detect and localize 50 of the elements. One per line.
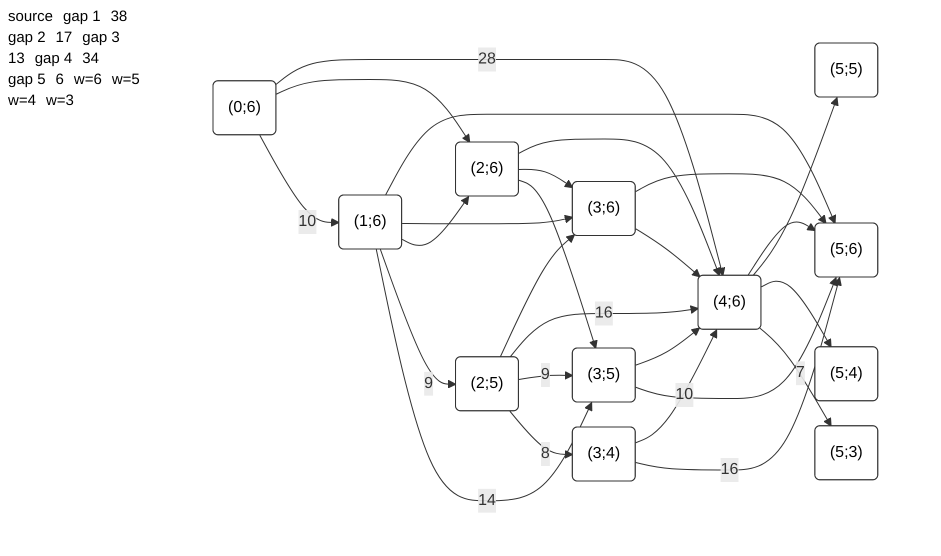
axis-label: gap 5 <box>8 71 46 88</box>
edge-label: 9 <box>541 366 550 384</box>
arrow <box>276 79 470 144</box>
axis-label: gap 4 <box>34 50 72 67</box>
arrow <box>384 114 836 224</box>
arrow <box>380 249 457 389</box>
arrow <box>761 280 832 348</box>
axis-label: gap 2 <box>8 29 46 46</box>
axis-label: source <box>8 8 54 25</box>
arrow <box>635 277 842 471</box>
axis-label: w=3 <box>46 92 74 109</box>
arrow <box>518 138 721 276</box>
edge-label: 14 <box>478 492 496 509</box>
edge-label: 28 <box>478 50 496 68</box>
axis-label: gap 1 <box>63 8 101 25</box>
arrow <box>518 169 574 188</box>
axis-label: 34 <box>82 50 99 67</box>
arrow <box>635 228 701 278</box>
arrow <box>259 134 340 227</box>
axis-label: 17 <box>56 29 72 46</box>
edge-label: 8 <box>541 445 550 462</box>
arrow <box>760 328 832 427</box>
edge-label: 9 <box>424 374 434 392</box>
arrow <box>402 196 470 246</box>
axis-label: gap 3 <box>82 29 120 46</box>
edge-label: 16 <box>720 461 739 478</box>
arrow <box>635 329 718 444</box>
edge-label: 16 <box>595 304 613 322</box>
axis-label: 38 <box>110 8 128 25</box>
arrow <box>376 249 592 502</box>
arrow <box>402 214 574 224</box>
arrow <box>635 328 700 366</box>
edge-label: 7 <box>796 364 805 382</box>
axis-label: 6 <box>56 71 64 88</box>
axis-label: w=6 <box>74 71 102 88</box>
arrow <box>518 180 598 350</box>
arrow <box>635 173 827 224</box>
edge-label: 10 <box>676 386 694 404</box>
axis-label: 13 <box>8 50 25 67</box>
arrow <box>635 277 838 400</box>
axis-label: w=4 <box>8 92 36 109</box>
arrow <box>752 97 839 276</box>
arrow <box>500 234 576 358</box>
axis-label: w=5 <box>112 71 140 88</box>
edge-label: 10 <box>298 213 316 230</box>
arrow <box>276 59 726 276</box>
arrow <box>510 410 574 459</box>
arrow <box>747 222 816 276</box>
arrow <box>510 305 700 358</box>
arrow <box>518 371 574 380</box>
